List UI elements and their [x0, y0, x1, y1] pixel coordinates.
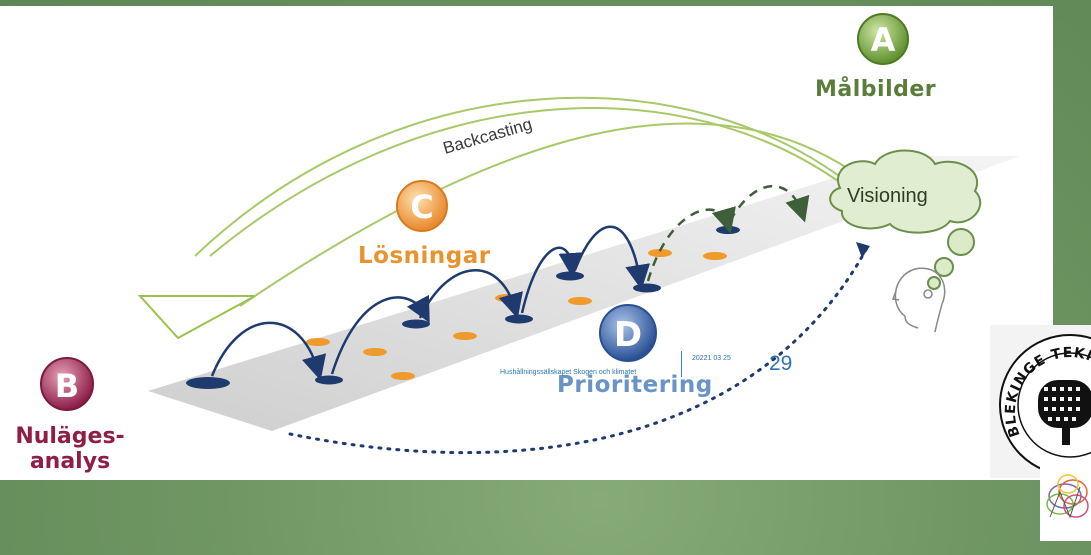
badge-c: C — [396, 180, 448, 232]
footer-date: 20221 03 25 — [692, 355, 731, 362]
dashed-arrows — [646, 185, 810, 282]
orange-dashes — [306, 249, 727, 380]
badge-b: B — [40, 357, 94, 411]
backcasting-arrowhead — [137, 295, 256, 340]
visioning-cloud: Visioning — [829, 149, 982, 290]
strategy-diagram: Backcasting — [40, 13, 1020, 455]
footer-organization: Hushållningssällskapet Skogen och klimat… — [500, 369, 637, 376]
backcasting-arrow — [209, 107, 846, 257]
path-band — [148, 156, 1020, 431]
rings-logo — [1040, 462, 1091, 541]
label-nulagesanalys: Nuläges- analys — [10, 424, 130, 474]
slide: Backcasting — [0, 6, 1053, 480]
label-prioritering: Prioritering — [557, 372, 713, 398]
footer-divider — [681, 351, 682, 377]
label-malbilder: Målbilder — [815, 77, 937, 102]
footer-page-number: 29 — [769, 352, 793, 375]
visioning-label: Visioning — [847, 185, 928, 207]
svg-text:A: A — [871, 21, 896, 59]
label-nulagesanalys-line2: analys — [29, 449, 111, 474]
backcasting-label: Backcasting — [441, 114, 534, 158]
thinking-head-icon — [891, 267, 946, 333]
label-losningar: Lösningar — [358, 243, 491, 269]
dotted-arc — [288, 244, 870, 455]
label-nulagesanalys-line1: Nuläges- — [15, 424, 125, 449]
hop-arrows — [210, 225, 651, 381]
badge-d: D — [599, 304, 657, 362]
svg-text:C: C — [410, 188, 433, 226]
svg-text:D: D — [614, 315, 642, 355]
bth-logo: BLEKINGE TEKNISKA HÖGSKOLA · BTH · — [990, 325, 1091, 478]
svg-text:B: B — [55, 367, 79, 405]
badge-a: A — [857, 13, 909, 65]
